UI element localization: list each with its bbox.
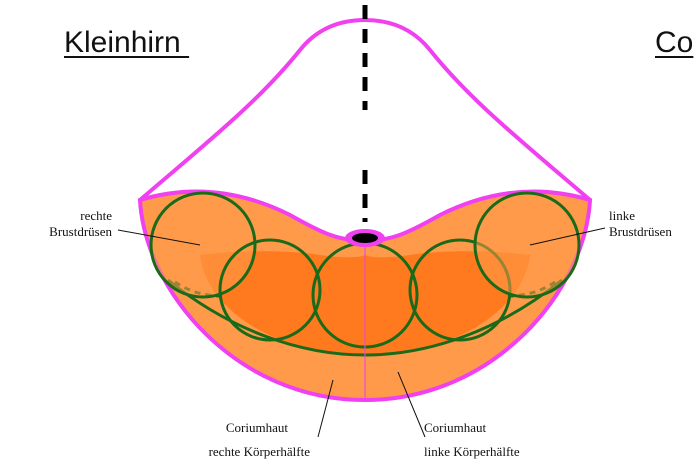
label-corium-right-line2: rechte Körperhälfte bbox=[130, 444, 310, 460]
label-corium-left-line1: Coriumhaut bbox=[424, 420, 604, 436]
label-right-breast-line2: Brustdrüsen bbox=[12, 224, 112, 240]
label-corium-right-line1: Coriumhaut bbox=[130, 420, 310, 436]
central-canal-core bbox=[352, 233, 378, 243]
label-right-breast-line1: rechte bbox=[12, 208, 112, 224]
label-right-breast: rechte Brustdrüsen bbox=[12, 208, 112, 239]
label-left-breast-line2: Brustdrüsen bbox=[609, 224, 697, 240]
label-corium-left-line2: linke Körperhälfte bbox=[424, 444, 604, 460]
label-left-breast: linke Brustdrüsen bbox=[609, 208, 697, 239]
label-corium-left: Coriumhaut linke Körperhälfte bbox=[424, 420, 604, 459]
title-right: Co bbox=[655, 28, 693, 58]
title-left: Kleinhirn bbox=[64, 28, 189, 58]
gland-circle-5 bbox=[475, 193, 579, 297]
label-left-breast-line1: linke bbox=[609, 208, 697, 224]
label-corium-right: Coriumhaut rechte Körperhälfte bbox=[130, 420, 310, 459]
gland-circle-1 bbox=[151, 193, 255, 297]
